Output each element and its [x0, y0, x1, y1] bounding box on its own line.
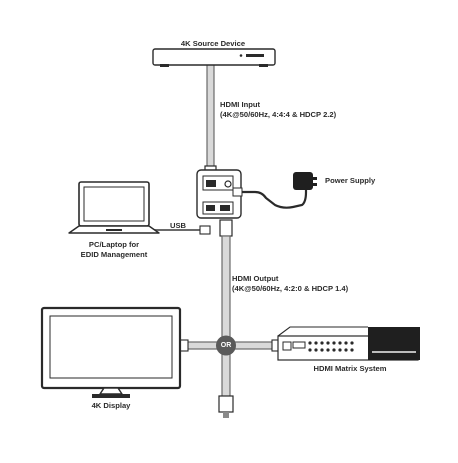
hdmi-output-title: HDMI Output [232, 274, 279, 283]
source-device-label: 4K Source Device [180, 39, 246, 48]
hdmi-output-spec: (4K@50/60Hz, 4:2:0 & HDCP 1.4) [232, 284, 349, 293]
power-cable [240, 187, 308, 209]
pc-label-line2: EDID Management [80, 250, 148, 259]
or-badge [216, 335, 236, 356]
hdmi-output-cable [218, 219, 234, 418]
hdmi-input-title: HDMI Input [220, 100, 261, 109]
source-device [152, 48, 276, 67]
display-label: 4K Display [91, 401, 131, 410]
matrix-label: HDMI Matrix System [313, 364, 387, 373]
power-supply-label: Power Supply [325, 176, 376, 185]
pc-label-line1: PC/Laptop for [88, 240, 140, 249]
display-icon [40, 306, 182, 398]
power-supply-icon [293, 172, 317, 190]
hdmi-input-spec: (4K@50/60Hz, 4:4:4 & HDCP 2.2) [220, 110, 337, 119]
matrix-device [277, 326, 420, 361]
laptop-icon [68, 181, 160, 234]
hdmi-input-cable [204, 63, 217, 180]
or-label: OR [220, 342, 232, 349]
usb-label: USB [170, 221, 187, 230]
central-device [196, 169, 243, 219]
